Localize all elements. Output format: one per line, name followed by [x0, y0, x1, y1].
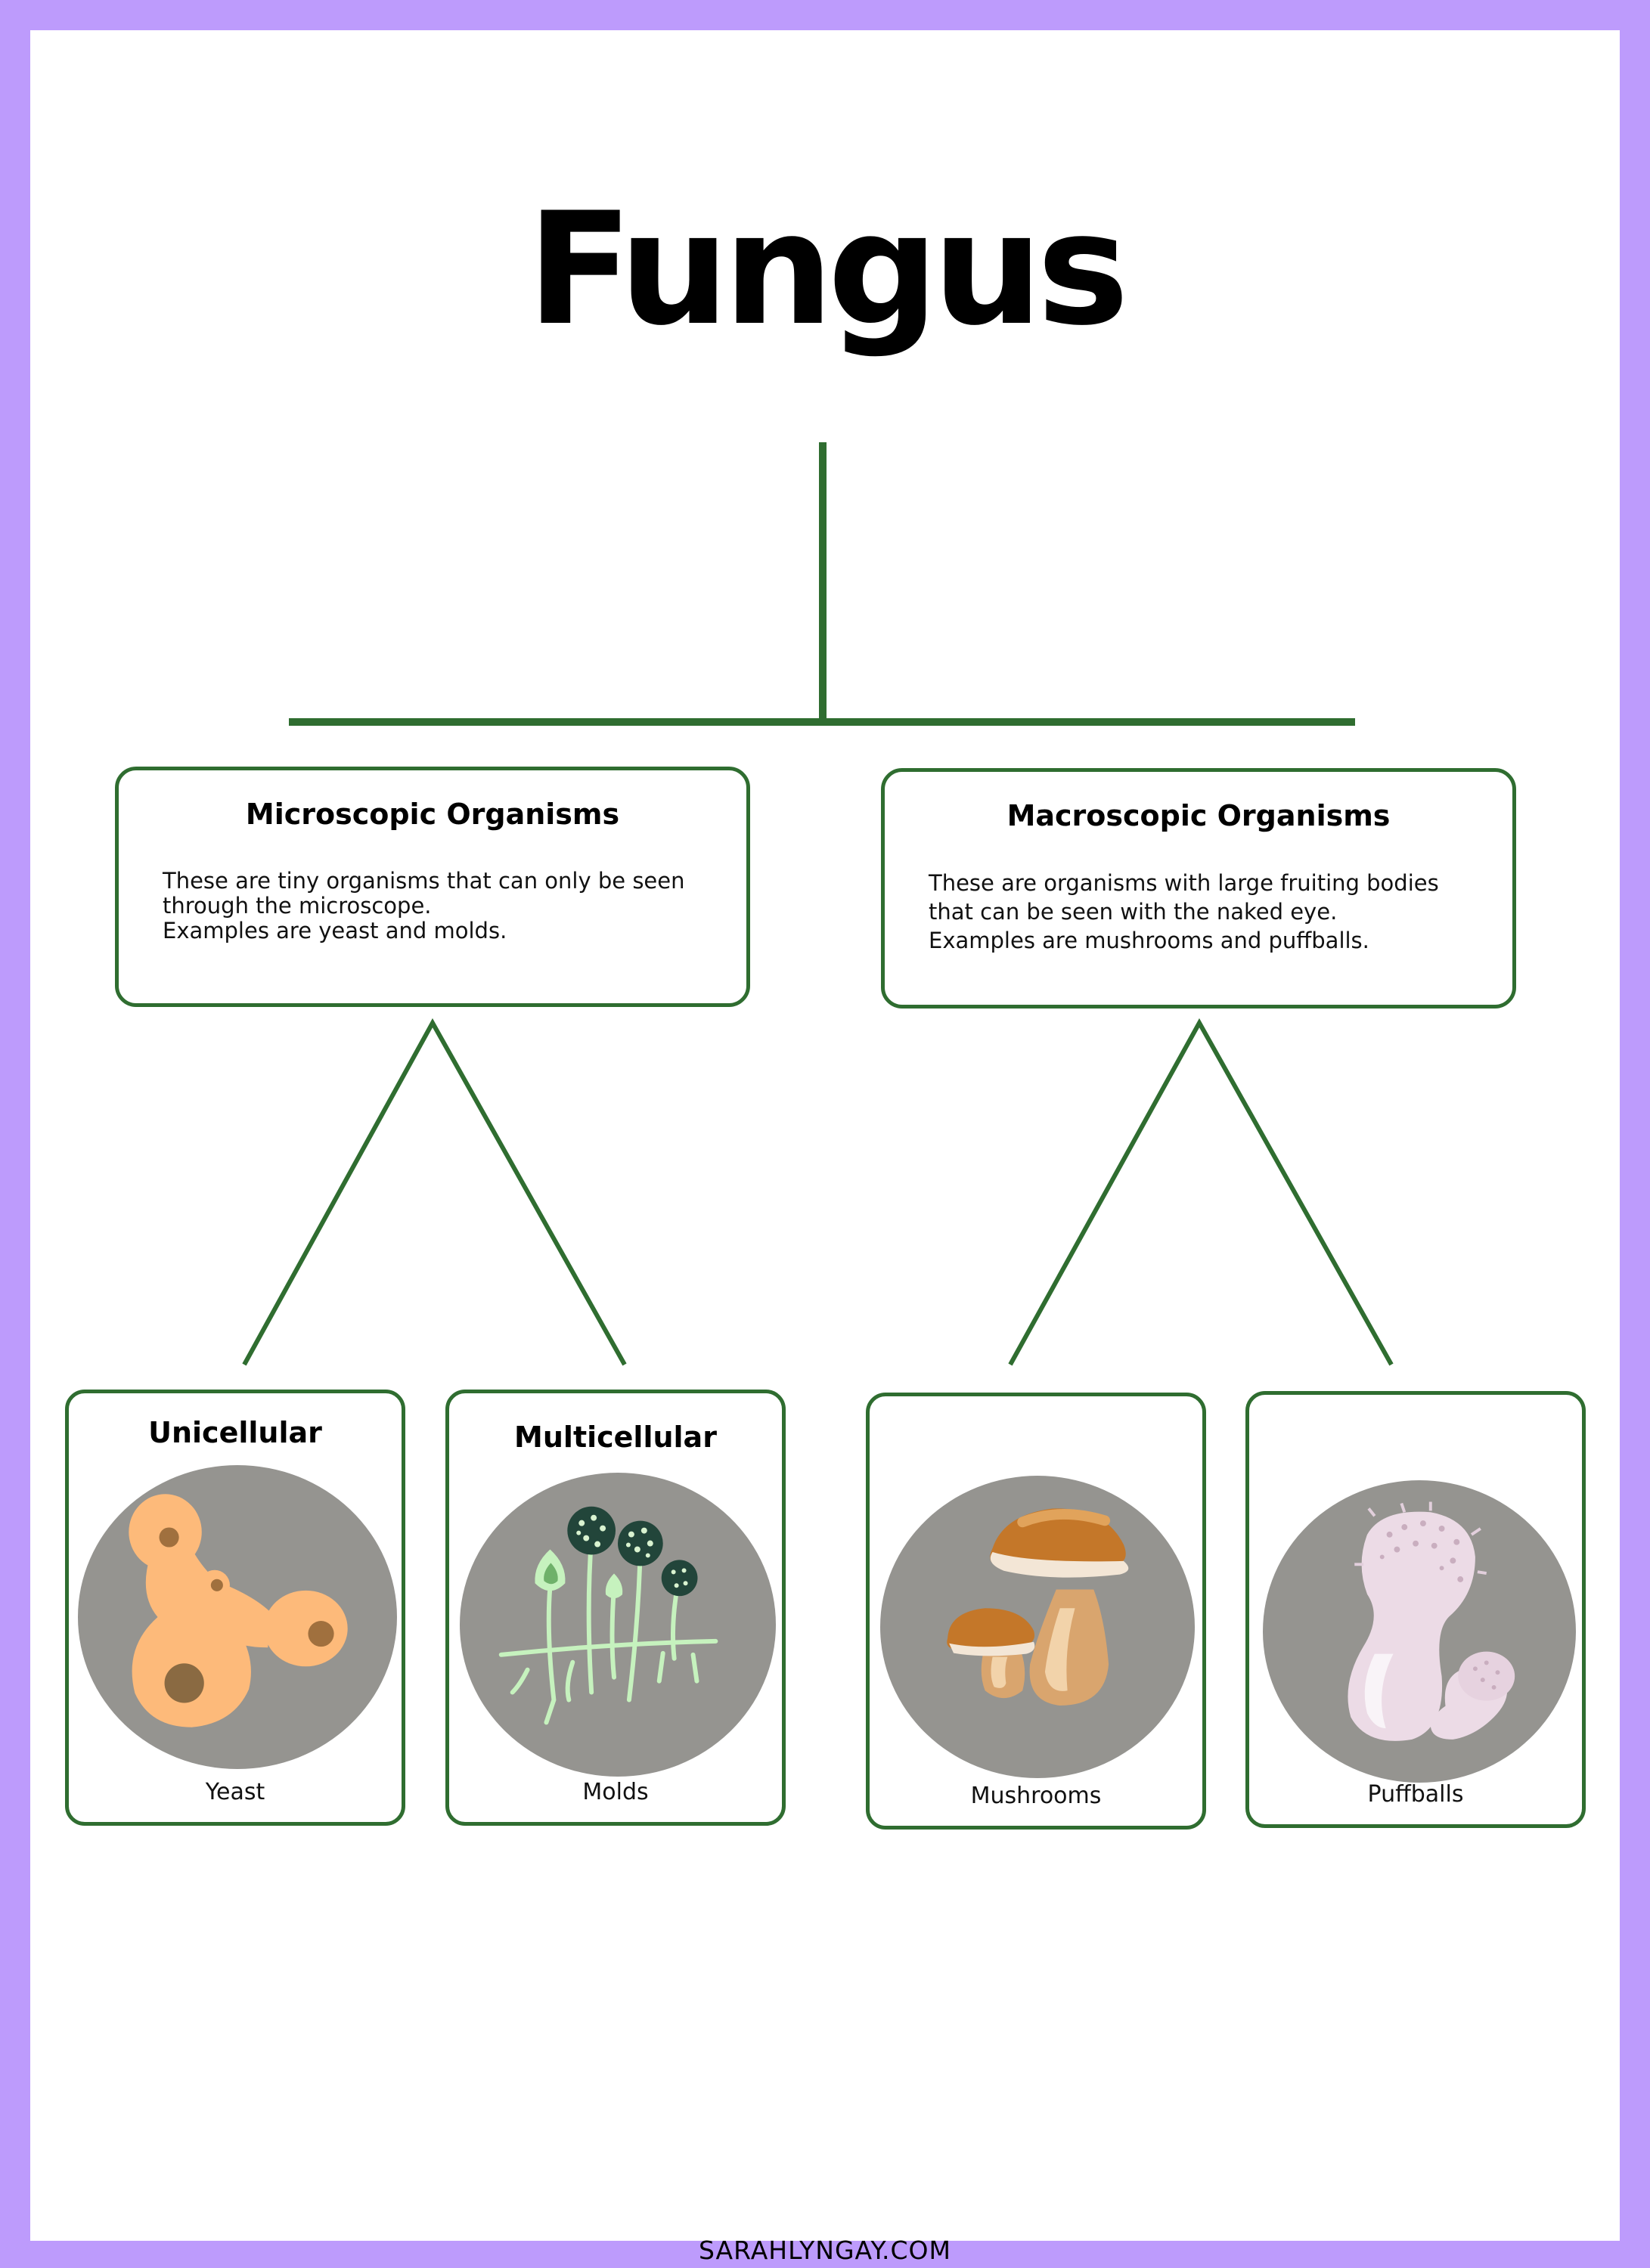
site-footer: SARAHLYNGAY.COM [699, 2235, 951, 2265]
multicellular-card: Multicellular [445, 1390, 786, 1826]
molds-image [460, 1473, 776, 1777]
microscopic-box: Microscopic Organisms These are tiny org… [115, 767, 750, 1007]
puffballs-caption: Puffballs [1367, 1781, 1464, 1808]
yeast-icon [129, 1494, 348, 1727]
mushrooms-icon [947, 1508, 1129, 1706]
macroscopic-heading: Macroscopic Organisms [1006, 799, 1391, 832]
molds-icon [498, 1506, 718, 1725]
puffballs-icon [1348, 1501, 1515, 1741]
microscopic-heading: Microscopic Organisms [245, 798, 620, 831]
yeast-image [78, 1465, 397, 1769]
mushrooms-caption: Mushrooms [970, 1783, 1102, 1809]
macroscopic-box: Macroscopic Organisms These are organism… [881, 768, 1516, 1009]
multicellular-heading: Multicellular [514, 1421, 717, 1454]
poster-page [30, 30, 1620, 2241]
page-title: Fungus [526, 180, 1129, 360]
puffballs-card: Puffballs [1245, 1391, 1586, 1828]
mushrooms-card: Mushrooms [866, 1393, 1206, 1830]
mushrooms-image [880, 1476, 1195, 1778]
yeast-caption: Yeast [205, 1779, 265, 1805]
unicellular-card: Unicellular Yeast [65, 1390, 405, 1826]
macroscopic-description: These are organisms with large fruiting … [929, 870, 1439, 953]
unicellular-heading: Unicellular [148, 1416, 322, 1449]
puffballs-image [1263, 1480, 1576, 1783]
microscopic-description: These are tiny organisms that can only b… [163, 868, 685, 943]
molds-caption: Molds [582, 1779, 649, 1805]
